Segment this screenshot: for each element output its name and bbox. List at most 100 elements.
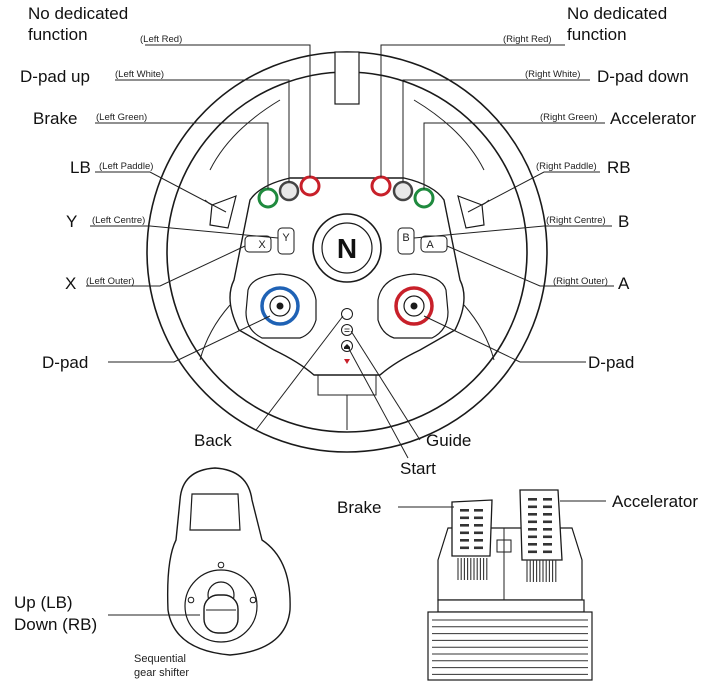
pedal-tread	[460, 524, 469, 527]
pedal-tread	[528, 498, 537, 501]
label-right-red: (Right Red)	[503, 34, 552, 45]
pedal-tread	[460, 531, 469, 535]
label-left-top-1: No dedicated	[28, 4, 128, 23]
right-white-button[interactable]	[392, 180, 414, 202]
leader-lines	[86, 44, 614, 459]
pedal-tread	[543, 543, 552, 546]
start-button[interactable]	[341, 324, 353, 336]
pedal-tread	[474, 539, 483, 542]
label-shift-down: Down (RB)	[14, 615, 97, 634]
pedal-tread	[528, 520, 537, 524]
leader-right-white	[402, 79, 590, 182]
leader-left-red	[145, 44, 311, 177]
accelerator-pedal-spring	[526, 560, 557, 582]
pedal-tread	[528, 550, 537, 554]
left-grip-line	[209, 99, 281, 171]
leader-left-dpad-b	[173, 315, 271, 363]
leader-left-outer	[86, 245, 246, 287]
leader-guide	[350, 330, 421, 441]
leader-right-outer	[446, 245, 614, 287]
accelerator-pedal-treads	[528, 498, 552, 554]
leader-left-green	[95, 122, 269, 189]
label-right-centre: (Right Centre)	[546, 215, 606, 226]
brake-pedal-spring	[457, 558, 488, 580]
label-left-centre: (Left Centre)	[92, 215, 145, 226]
label-shift-up: Up (LB)	[14, 593, 73, 612]
right-button-cluster	[370, 175, 435, 209]
label-brake: Brake	[33, 109, 77, 128]
accelerator-pedal[interactable]	[519, 489, 563, 582]
label-right-top-2: function	[567, 25, 627, 44]
left-button-cluster	[257, 175, 321, 209]
right-grip-line	[413, 99, 485, 171]
pedal-tread	[474, 524, 483, 527]
pedal-tread	[460, 539, 469, 542]
pedal-base-ribs	[432, 619, 588, 675]
right-paddle	[457, 195, 485, 229]
label-left-top-2: function	[28, 25, 88, 44]
pedal-tread	[543, 498, 552, 501]
pedal-tread	[528, 505, 537, 509]
label-y: Y	[66, 212, 77, 231]
y-button[interactable]	[277, 227, 295, 255]
leader-right-red	[380, 44, 565, 177]
left-spoke	[199, 304, 231, 361]
shifter-lever[interactable]	[203, 594, 239, 634]
pedal-tread	[460, 509, 469, 512]
pedal-tread	[528, 513, 537, 516]
pedal-tread	[543, 520, 552, 524]
accelerator-pedal-plate[interactable]	[519, 489, 563, 561]
system-buttons	[341, 308, 353, 364]
shifter-window	[189, 493, 241, 531]
label-a: A	[618, 274, 630, 293]
a-button[interactable]	[420, 235, 448, 253]
shifter-screw-left	[187, 596, 195, 604]
leader-right-dpad-b	[423, 315, 521, 363]
label-lb: LB	[70, 158, 91, 177]
left-white-button[interactable]	[278, 180, 300, 202]
label-b: B	[618, 212, 629, 231]
brake-pedal-plate[interactable]	[451, 499, 493, 557]
label-back: Back	[194, 431, 232, 450]
label-dpad-left: D-pad	[42, 353, 88, 372]
label-right-green: (Right Green)	[540, 112, 598, 123]
brake-pedal[interactable]	[451, 499, 493, 580]
pedal-tread	[474, 516, 483, 520]
face-buttons-right: B A	[397, 227, 448, 255]
shifter-screw-right	[249, 596, 257, 604]
label-rb: RB	[607, 158, 631, 177]
left-green-button[interactable]	[257, 187, 279, 209]
label-left-outer: (Left Outer)	[86, 276, 135, 287]
brake-pedal-treads	[460, 509, 483, 550]
label-pedal-brake: Brake	[337, 498, 381, 517]
label-right-white: (Right White)	[525, 69, 580, 80]
label-dpad-down: D-pad down	[597, 67, 689, 86]
left-paddle	[209, 195, 237, 229]
right-red-button[interactable]	[370, 175, 392, 197]
label-dpad-up: D-pad up	[20, 67, 90, 86]
label-right-outer: (Right Outer)	[553, 276, 608, 287]
back-button[interactable]	[341, 308, 353, 320]
label-right-paddle: (Right Paddle)	[536, 161, 597, 172]
face-buttons-left: X Y	[244, 227, 295, 255]
shifter-caption-2: gear shifter	[134, 667, 189, 679]
pedal-base	[427, 611, 593, 681]
steering-wheel: N X Y B A	[20, 4, 696, 478]
label-accelerator: Accelerator	[610, 109, 696, 128]
lower-spoke	[317, 375, 377, 396]
leader-back	[255, 315, 344, 431]
leader-right-centre	[413, 225, 612, 239]
label-left-white: (Left White)	[115, 69, 164, 80]
indicator-arrow-icon	[344, 359, 350, 364]
pedal-tread	[543, 535, 552, 539]
b-button[interactable]	[397, 227, 415, 255]
pedal-tread	[474, 546, 483, 550]
label-left-red: (Left Red)	[140, 34, 182, 45]
left-red-button[interactable]	[299, 175, 321, 197]
pedal-tread	[528, 528, 537, 531]
wheel-labels: No dedicated function No dedicated funct…	[20, 4, 696, 478]
right-dpad	[377, 273, 449, 339]
left-dpad	[245, 273, 317, 339]
x-button-label: X	[258, 239, 266, 251]
right-green-button[interactable]	[413, 187, 435, 209]
